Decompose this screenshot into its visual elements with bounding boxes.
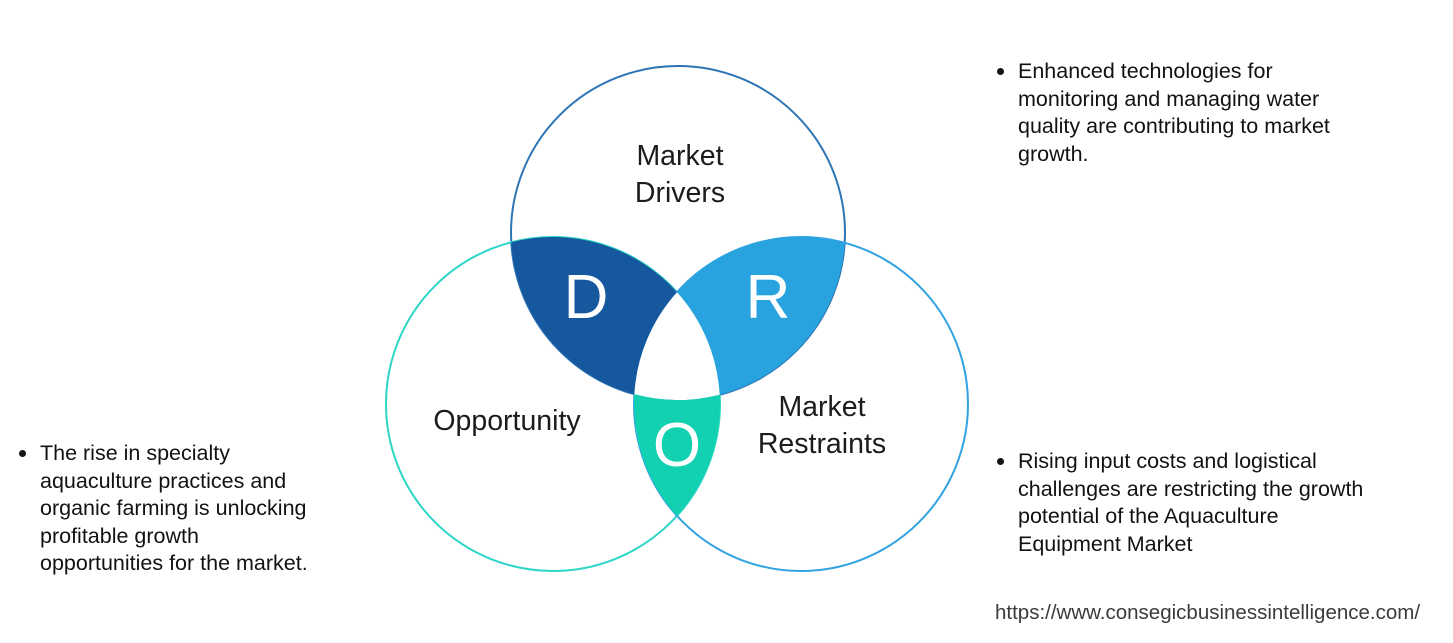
restraints-lens-letter: R bbox=[746, 263, 791, 332]
opportunity-circle bbox=[385, 236, 721, 572]
note-drivers-text: Enhanced technologies for monitoring and… bbox=[1018, 59, 1330, 166]
bullet-icon bbox=[997, 68, 1004, 75]
note-opportunity-text: The rise in specialty aquaculture practi… bbox=[40, 441, 308, 575]
source-url[interactable]: https://www.consegicbusinessintelligence… bbox=[995, 601, 1421, 624]
note-restraints-text: Rising input costs and logistical challe… bbox=[1018, 449, 1364, 556]
note-opportunity: The rise in specialty aquaculture practi… bbox=[19, 440, 364, 578]
center-intersection-region bbox=[634, 292, 720, 401]
opportunity-lens bbox=[634, 394, 720, 516]
bullet-icon bbox=[997, 458, 1004, 465]
note-restraints: Rising input costs and logistical challe… bbox=[997, 448, 1437, 558]
bullet-icon bbox=[19, 450, 26, 457]
opportunity-label: Opportunity bbox=[433, 405, 581, 437]
restraints-lens bbox=[677, 236, 845, 395]
drivers-lens bbox=[511, 237, 677, 395]
drivers-lens-letter: D bbox=[564, 263, 609, 332]
note-drivers: Enhanced technologies for monitoring and… bbox=[997, 58, 1417, 168]
restraints-label: Market Restraints bbox=[757, 391, 887, 460]
drivers-label: Market Drivers bbox=[634, 140, 726, 209]
opportunity-lens-letter: O bbox=[653, 411, 701, 480]
